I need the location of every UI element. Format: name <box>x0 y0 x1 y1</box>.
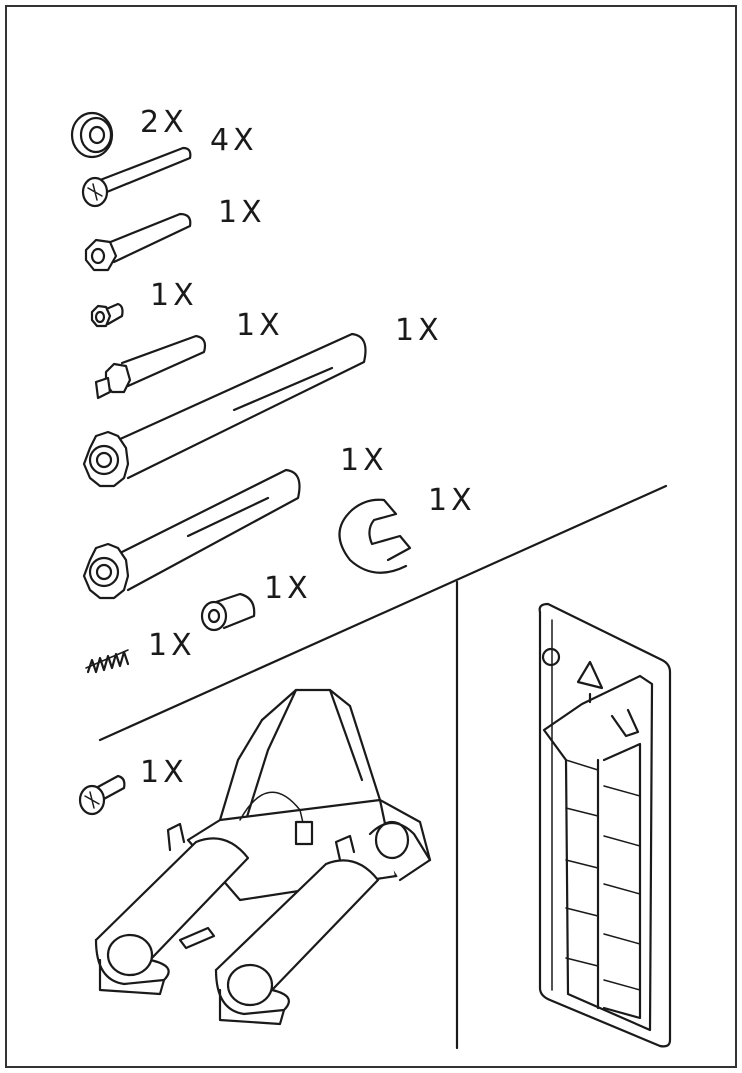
long-screw-icon <box>81 146 192 208</box>
c-clip-icon <box>338 498 412 574</box>
divider-diagonal-upper <box>98 484 668 742</box>
qty-bushing: 1X <box>264 571 312 606</box>
battery-cover-icon <box>538 602 672 1048</box>
washer-icon <box>70 111 114 159</box>
qty-spring: 1X <box>148 628 196 663</box>
qty-hex-standoff-long: 1X <box>218 195 266 230</box>
qty-spindle-upper: 1X <box>395 313 443 348</box>
qty-threaded-standoff: 1X <box>236 308 284 343</box>
qty-short-screw: 1X <box>140 755 188 790</box>
threaded-standoff-icon <box>94 334 207 400</box>
spring-icon <box>85 649 130 674</box>
hex-standoff-long-icon <box>84 212 192 272</box>
qty-spindle-lower: 1X <box>340 443 388 478</box>
bushing-icon <box>200 592 256 632</box>
small-hex-nut-icon <box>90 302 124 328</box>
qty-long-screw: 4X <box>210 123 258 158</box>
qty-small-hex-nut: 1X <box>150 278 198 313</box>
qty-clip: 1X <box>428 483 476 518</box>
qty-washer: 2X <box>140 105 188 140</box>
outer-frame <box>5 5 737 1068</box>
short-screw-icon <box>78 774 126 816</box>
spindle-lower-icon <box>82 468 301 600</box>
spindle-upper-icon <box>82 332 367 488</box>
battery-holder-icon <box>94 688 432 1026</box>
